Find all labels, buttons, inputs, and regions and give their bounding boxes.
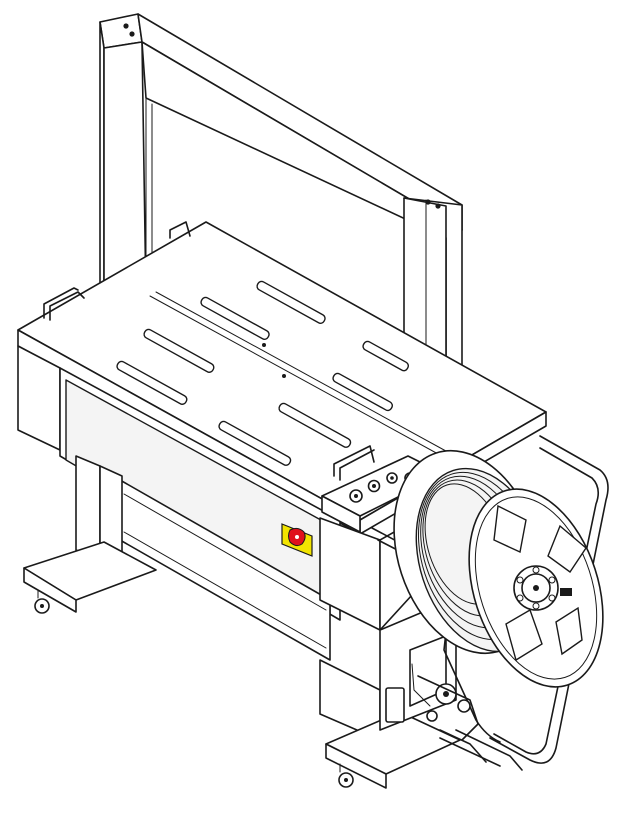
bolt-icon <box>129 31 135 37</box>
hub-teeth <box>516 566 556 610</box>
table-slots <box>116 280 409 466</box>
caster-front-left <box>34 589 50 614</box>
bolt-icon <box>425 199 431 205</box>
main-switch[interactable] <box>281 523 313 557</box>
bolt-icon <box>123 23 129 29</box>
caster-front-right <box>338 763 354 788</box>
dispenser-mechanism <box>411 663 487 763</box>
bolt-icon <box>435 203 441 209</box>
base-frame <box>23 455 461 789</box>
handle-front <box>333 445 375 477</box>
strap-reel <box>393 449 604 688</box>
arch-frame <box>99 13 463 477</box>
handle-left <box>43 287 79 319</box>
reel-label-icon <box>560 588 572 596</box>
handle-back <box>169 221 191 239</box>
cabinet <box>17 345 341 661</box>
